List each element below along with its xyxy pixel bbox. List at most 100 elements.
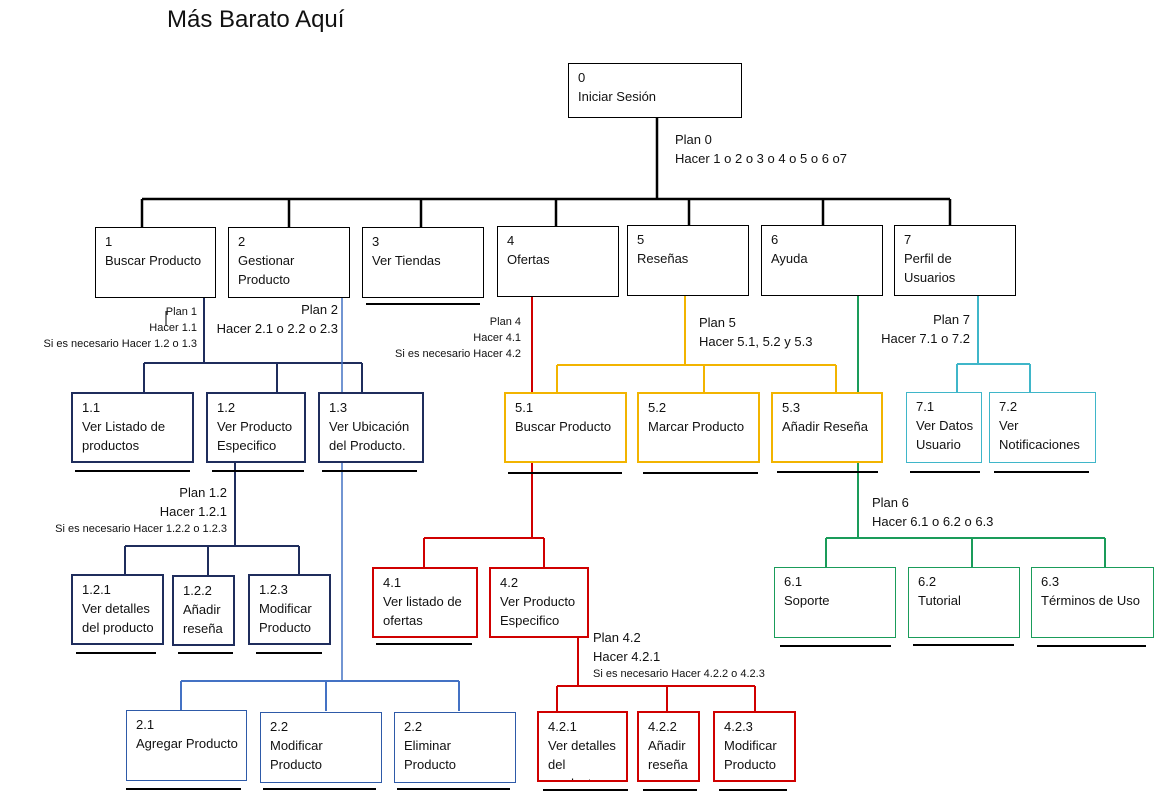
node-number: 1: [105, 234, 113, 249]
node-label: Marcar Producto: [648, 419, 745, 434]
stop-underline: [126, 788, 241, 790]
node-label: Ver Datos Usuario: [916, 418, 974, 452]
node-number: 5.3: [782, 400, 801, 415]
node-label: Ver Notificaciones: [999, 418, 1080, 452]
plan-4: Plan 4 Hacer 4.1 Si es necesario Hacer 4…: [395, 314, 521, 362]
stop-underline: [643, 472, 758, 474]
plan-7: Plan 7 Hacer 7.1 o 7.2: [881, 310, 970, 348]
node-label: Ver Producto Especifico: [217, 419, 293, 453]
stop-underline: [543, 789, 628, 791]
stop-underline: [643, 789, 697, 791]
node-number: 4.1: [383, 575, 402, 590]
node-number: 5: [637, 232, 645, 247]
node-label: Ver Tiendas: [372, 253, 441, 268]
node-1-1-ver-listado: 1.1 Ver Listado de productos: [71, 392, 194, 463]
plan-line: Hacer 1.1: [149, 322, 197, 334]
node-label: Modificar Producto: [270, 738, 323, 772]
node-5-2-marcar-producto: 5.2 Marcar Producto: [637, 392, 760, 463]
plan-1-2: Plan 1.2 Hacer 1.2.1 Si es necesario Hac…: [55, 483, 227, 537]
node-label: Ver Listado de productos: [82, 419, 166, 453]
node-number: 0: [578, 70, 586, 85]
node-number: 1.2.3: [259, 582, 288, 597]
plan-line: Plan 1.2: [179, 485, 227, 500]
plan-line: Si es necesario Hacer 1.2.2 o 1.2.3: [55, 523, 227, 535]
plan-2: Plan 2 Hacer 2.1 o 2.2 o 2.3: [217, 300, 338, 338]
plan-line: Plan 4: [489, 316, 521, 328]
plan-4-2: Plan 4.2 Hacer 4.2.1 Si es necesario Hac…: [593, 628, 765, 682]
plan-line: Hacer 7.1 o 7.2: [881, 331, 970, 346]
node-5-3-anadir-resena: 5.3 Añadir Reseña: [771, 392, 883, 463]
plan-5: Plan 5 Hacer 5.1, 5.2 y 5.3: [699, 313, 812, 351]
node-label: Eliminar Producto: [404, 738, 457, 772]
stop-underline: [780, 645, 891, 647]
node-6-ayuda: 6 Ayuda: [761, 225, 883, 296]
plan-line: Hacer 5.1, 5.2 y 5.3: [699, 334, 813, 349]
node-label: Ver detalles del producto: [548, 738, 616, 780]
node-2-3-eliminar-producto: 2.2 Eliminar Producto: [394, 712, 516, 783]
plan-line: Si es necesario Hacer 4.2.2 o 4.2.3: [593, 668, 765, 680]
node-number: 6.1: [784, 574, 803, 589]
plan-line: Hacer 1.2.1: [159, 504, 227, 519]
node-6-1-soporte: 6.1 Soporte: [774, 567, 896, 638]
node-number: 5.2: [648, 400, 667, 415]
node-1-2-1-ver-detalles: 1.2.1 Ver detalles del producto: [71, 574, 164, 645]
stop-underline: [910, 471, 980, 473]
node-number: 6.3: [1041, 574, 1060, 589]
node-number: 1.2: [217, 400, 236, 415]
node-label: Perfil de Usuarios: [904, 251, 956, 285]
stop-underline: [76, 652, 156, 654]
node-1-2-3-modificar-producto: 1.2.3 Modificar Producto: [248, 574, 331, 645]
plan-line: Hacer 6.1 o 6.2 o 6.3: [872, 514, 994, 529]
plan-line: Hacer 4.1: [473, 332, 521, 344]
node-number: 6.2: [918, 574, 937, 589]
node-1-3-ver-ubicacion: 1.3 Ver Ubicación del Producto.: [318, 392, 424, 463]
node-label: Iniciar Sesión: [578, 89, 657, 104]
stop-underline: [376, 643, 472, 645]
plan-1: Plan 1 Hacer 1.1 Si es necesario Hacer 1…: [44, 304, 197, 352]
stop-underline: [322, 470, 417, 472]
node-number: 1.2.2: [183, 583, 212, 598]
node-4-2-3-modificar-producto: 4.2.3 Modificar Producto: [713, 711, 796, 782]
stop-underline: [1037, 645, 1146, 647]
node-label: Agregar Producto: [136, 736, 238, 751]
node-4-1-ver-listado-ofertas: 4.1 Ver listado de ofertas: [372, 567, 478, 638]
node-4-2-ver-producto-especifico: 4.2 Ver Producto Especifico: [489, 567, 589, 638]
node-label: Soporte: [784, 593, 830, 608]
node-label: Añadir Reseña: [782, 419, 868, 434]
node-number: 4.2: [500, 575, 519, 590]
plan-line: Hacer 2.1 o 2.2 o 2.3: [216, 321, 338, 336]
node-number: 4.2.2: [648, 719, 677, 734]
node-label: Reseñas: [637, 251, 689, 266]
node-label: Ayuda: [771, 251, 808, 266]
stop-underline: [994, 471, 1089, 473]
stop-underline: [256, 652, 322, 654]
plan-line: Hacer 1 o 2 o 3 o 4 o 5 o 6 o7: [675, 151, 848, 166]
node-number: 1.3: [329, 400, 348, 415]
node-7-2-ver-notificaciones: 7.2 Ver Notificaciones: [989, 392, 1096, 463]
node-number: 6: [771, 232, 779, 247]
node-label: Modificar Producto: [259, 601, 312, 635]
stop-underline: [366, 303, 480, 305]
page-title: Más Barato Aquí: [167, 6, 345, 33]
node-0-iniciar-sesion: 0 Iniciar Sesión: [568, 63, 742, 118]
node-5-resenas: 5 Reseñas: [627, 225, 749, 296]
node-number: 2.2: [270, 719, 289, 734]
stop-underline: [397, 788, 510, 790]
node-1-buscar-producto: 1 Buscar Producto: [95, 227, 216, 298]
stop-underline: [178, 652, 233, 654]
node-7-perfil-de-usuarios: 7 Perfil de Usuarios: [894, 225, 1016, 296]
node-label: Términos de Uso: [1041, 593, 1140, 608]
node-number: 3: [372, 234, 380, 249]
node-label: Ver Ubicación del Producto.: [329, 419, 410, 453]
plan-line: Hacer 4.2.1: [593, 649, 661, 664]
plan-line: Plan 2: [301, 302, 338, 317]
plan-0: Plan 0 Hacer 1 o 2 o 3 o 4 o 5 o 6 o7: [675, 130, 847, 168]
node-label: Ver listado de ofertas: [383, 594, 462, 628]
node-number: 2.1: [136, 717, 155, 732]
stop-underline: [75, 470, 190, 472]
node-7-1-ver-datos-usuario: 7.1 Ver Datos Usuario: [906, 392, 982, 463]
stop-underline: [212, 470, 304, 472]
node-label: Ver detalles del producto: [82, 601, 154, 635]
node-6-3-terminos-de-uso: 6.3 Términos de Uso: [1031, 567, 1154, 638]
plan-line: Plan 4.2: [593, 630, 641, 645]
